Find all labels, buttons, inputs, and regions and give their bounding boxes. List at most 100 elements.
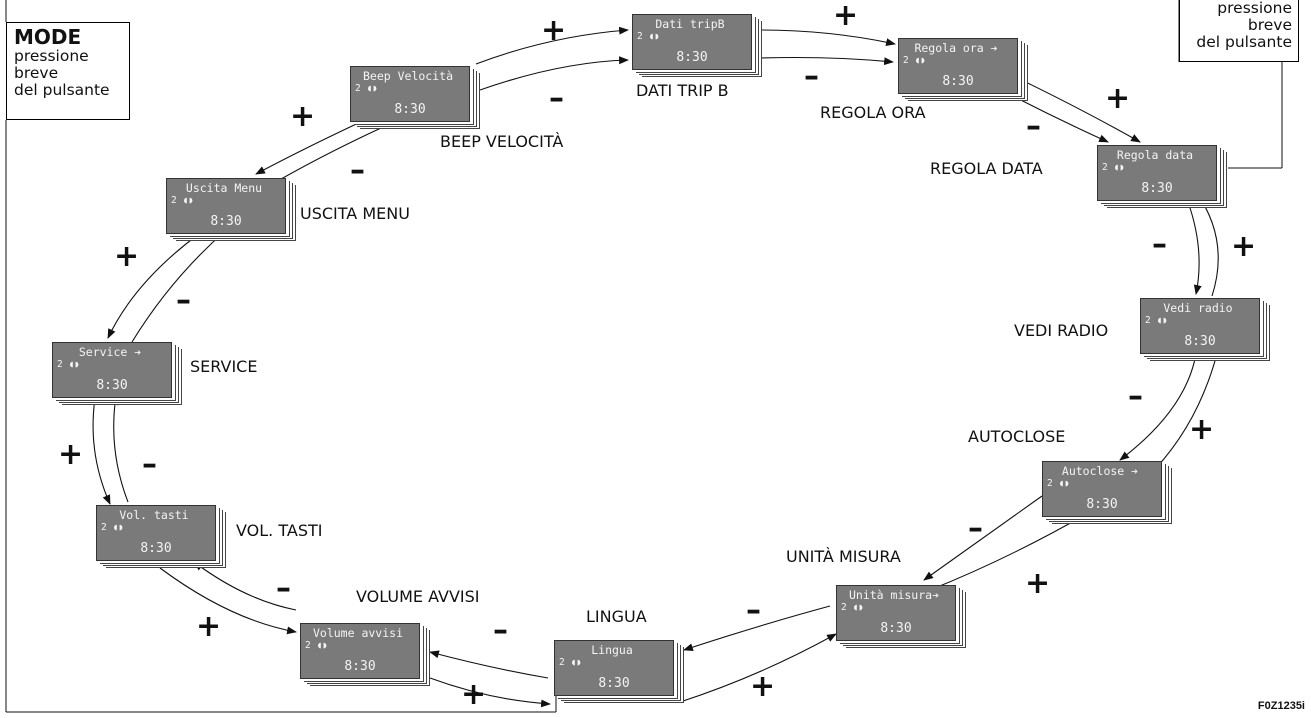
lcd-status: 2 ◖◗ — [101, 522, 124, 533]
label-service: SERVICE — [190, 357, 258, 376]
label-uscita-menu: USCITA MENU — [300, 204, 410, 223]
transition-arrow — [1004, 71, 1141, 143]
transition-arrow — [479, 56, 629, 91]
mode-title: MODE — [14, 25, 82, 49]
lcd-status: 2 ◖◗ — [1145, 315, 1168, 326]
lcd-clock: 8:30 — [210, 214, 242, 229]
lcd-text: Vol. tasti — [119, 508, 189, 522]
minus-sign: – — [1128, 379, 1143, 414]
lcd-unita-misura: Unità misura➔ 2 ◖◗ 8:30 — [836, 585, 956, 641]
lcd-status: 2 ◖◗ — [1102, 162, 1125, 173]
minus-sign: – — [549, 81, 564, 116]
lcd-lingua: Lingua 2 ◖◗ 8:30 — [554, 640, 674, 696]
label-volume-avvisi: VOLUME AVVISI — [356, 587, 480, 606]
minus-sign: – — [493, 613, 508, 648]
transition-arrows — [92, 26, 1220, 708]
plus-sign: + — [750, 669, 776, 704]
lcd-text: Volume avvisi — [312, 626, 403, 640]
lcd-status: 2 ◖◗ — [355, 83, 378, 94]
plus-sign: + — [833, 0, 859, 33]
transition-arrow — [159, 567, 297, 635]
minus-sign: – — [350, 153, 365, 188]
lcd-text: Vedi radio — [1163, 301, 1233, 315]
plus-sign: + — [1105, 81, 1131, 116]
lcd-dati-trip-b: Dati tripB 2 ◖◗ 8:30 — [632, 14, 752, 70]
mode-box-left: MODE pressione breve del pulsante — [6, 22, 130, 120]
lcd-text: Lingua — [591, 643, 633, 657]
lcd-clock: 8:30 — [394, 102, 426, 117]
lcd-text: Beep Velocità — [362, 69, 453, 83]
lcd-clock: 8:30 — [1086, 497, 1118, 512]
label-lingua: LINGUA — [586, 607, 647, 626]
lcd-clock: 8:30 — [1184, 334, 1216, 349]
lcd-text: Autoclose ➔ — [1061, 464, 1139, 478]
mode-right-line-3: del pulsante — [1196, 33, 1292, 51]
mode-right-line-2: breve — [1247, 16, 1292, 34]
lcd-clock: 8:30 — [942, 74, 974, 89]
lcd-status: 2 ◖◗ — [637, 31, 660, 42]
label-beep-velocita: BEEP VELOCITÀ — [440, 132, 564, 151]
lcd-uscita-menu: Uscita Menu 2 ◖◗ 8:30 — [166, 178, 286, 234]
lcd-clock: 8:30 — [140, 541, 172, 556]
minus-sign: – — [276, 571, 291, 606]
plus-sign: + — [541, 13, 567, 48]
minus-sign: – — [968, 511, 983, 546]
lcd-regola-data: Regola data 2 ◖◗ 8:30 — [1097, 145, 1217, 201]
mode-frame-lines — [5, 0, 1283, 713]
label-autoclose: AUTOCLOSE — [968, 427, 1066, 446]
transition-arrow — [110, 395, 129, 503]
minus-sign: – — [746, 593, 761, 628]
label-unita-misura: UNITÀ MISURA — [786, 547, 901, 566]
transition-arrow — [193, 561, 297, 611]
transition-arrow — [1187, 201, 1202, 295]
lcd-clock: 8:30 — [598, 676, 630, 691]
plus-sign: + — [58, 437, 84, 472]
transition-arrow — [429, 650, 549, 679]
lcd-clock: 8:30 — [880, 621, 912, 636]
plus-sign: + — [114, 239, 140, 274]
lcd-text: Regola ora ➔ — [914, 41, 998, 55]
lcd-status: 2 ◖◗ — [57, 359, 80, 370]
transition-arrow — [1155, 349, 1220, 469]
mode-right-line-1: pressione — [1217, 0, 1292, 17]
mode-box-right: pressione breve del pulsante — [1179, 0, 1299, 62]
label-vedi-radio: VEDI RADIO — [1014, 321, 1109, 340]
mode-line-1: pressione — [14, 47, 89, 65]
plus-sign: + — [1189, 412, 1215, 447]
lcd-clock: 8:30 — [676, 50, 708, 65]
transition-arrow — [1195, 191, 1219, 297]
mode-line-2: breve — [14, 64, 59, 82]
plus-sign: + — [1025, 566, 1051, 601]
transition-arrow — [92, 391, 111, 505]
lcd-text: Dati tripB — [655, 17, 725, 31]
transition-arrow — [759, 56, 894, 66]
minus-sign: – — [1152, 227, 1167, 262]
mode-line-3: del pulsante — [14, 81, 110, 99]
lcd-clock: 8:30 — [344, 659, 376, 674]
lcd-status: 2 ◖◗ — [1047, 478, 1070, 489]
label-regola-ora: REGOLA ORA — [820, 103, 926, 122]
lcd-status: 2 ◖◗ — [305, 640, 328, 651]
transition-arrow — [429, 677, 551, 708]
transition-arrow — [759, 29, 896, 46]
lcd-vedi-radio: Vedi radio 2 ◖◗ 8:30 — [1140, 298, 1260, 354]
lcd-status: 2 ◖◗ — [903, 55, 926, 66]
lcd-volume-avvisi: Volume avvisi 2 ◖◗ 8:30 — [300, 623, 420, 679]
plus-sign: + — [196, 609, 222, 644]
lcd-status: 2 ◖◗ — [559, 657, 582, 668]
lcd-status: 2 ◖◗ — [171, 195, 194, 206]
label-dati-trip-b: DATI TRIP B — [636, 81, 729, 100]
plus-sign: + — [461, 677, 487, 712]
minus-sign: – — [142, 447, 157, 482]
lcd-clock: 8:30 — [96, 378, 128, 393]
label-regola-data: REGOLA DATA — [930, 159, 1043, 178]
lcd-text: Uscita Menu — [185, 181, 263, 195]
minus-sign: – — [176, 283, 191, 318]
lcd-status: 2 ◖◗ — [841, 602, 864, 613]
lcd-clock: 8:30 — [1141, 181, 1173, 196]
plus-sign: + — [290, 99, 316, 134]
lcd-text: Service ➔ — [78, 345, 142, 359]
lcd-vol-tasti: Vol. tasti 2 ◖◗ 8:30 — [96, 505, 216, 561]
transition-arrow — [475, 26, 629, 65]
